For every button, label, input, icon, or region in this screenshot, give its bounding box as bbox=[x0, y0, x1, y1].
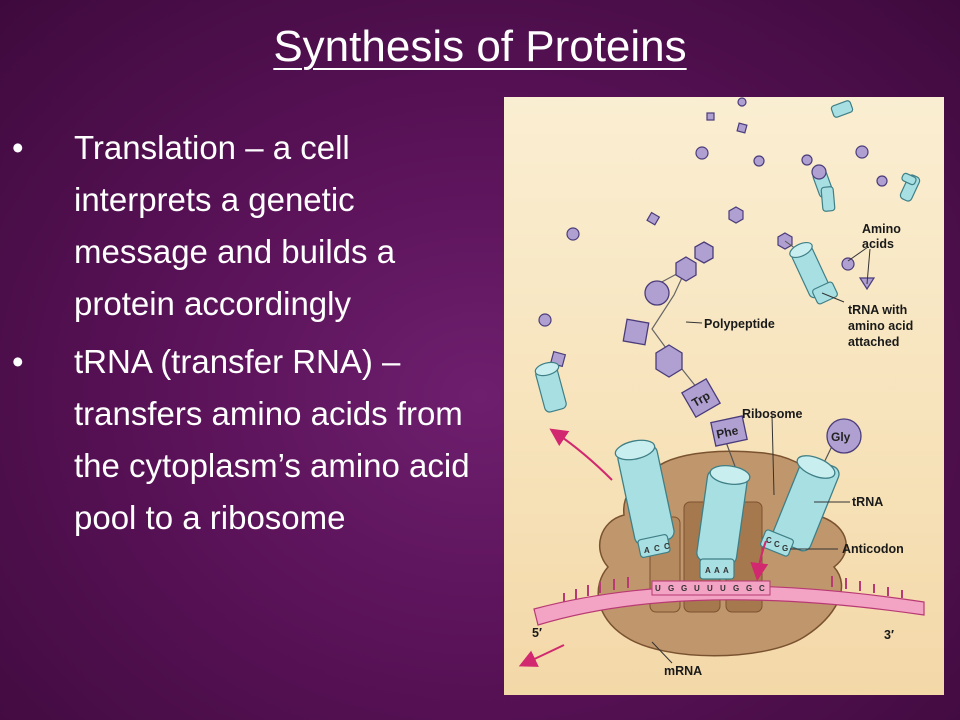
leader-lines bbox=[651, 246, 871, 664]
codon-base: U bbox=[707, 584, 713, 593]
label-five-prime: 5′ bbox=[532, 626, 542, 640]
anticodon-base: G bbox=[782, 544, 788, 553]
codon-base: U bbox=[720, 584, 726, 593]
anticodon-base: C bbox=[654, 544, 660, 553]
codon-base: G bbox=[668, 584, 674, 593]
label-trna-attached-1: tRNA with bbox=[848, 303, 907, 317]
bullet-trna: • tRNA (transfer RNA) – transfers amino … bbox=[8, 336, 488, 544]
codon-base: G bbox=[681, 584, 687, 593]
anticodon-base: A bbox=[714, 566, 720, 575]
translation-diagram-svg: U G G U U U G G C A C C A A A C C G bbox=[518, 97, 925, 678]
codon-base: G bbox=[733, 584, 739, 593]
amino-tag-gly-label: Gly bbox=[831, 430, 851, 444]
polypeptide-chain bbox=[622, 241, 714, 394]
bullet-marker: • bbox=[12, 129, 24, 166]
amino-acid-on-trna bbox=[811, 164, 827, 180]
amino-tag-phe: Phe bbox=[710, 415, 748, 447]
bullet-text: tRNA (transfer RNA) – transfers amino ac… bbox=[74, 343, 470, 536]
bullet-text: Translation – a cell interprets a geneti… bbox=[74, 129, 396, 322]
amino-tag-trp: Trp bbox=[680, 377, 722, 419]
codon-base: C bbox=[759, 584, 765, 593]
trna-right: C C G bbox=[760, 441, 840, 557]
trna-left: A C C bbox=[614, 439, 675, 558]
label-trna-attached-3: attached bbox=[848, 335, 899, 349]
anticodon-base: A bbox=[644, 546, 650, 555]
free-amino-acids bbox=[538, 97, 888, 327]
label-three-prime: 3′ bbox=[884, 628, 894, 642]
trna-with-amino-acid bbox=[784, 240, 838, 305]
trna-exit-arrow bbox=[549, 428, 613, 481]
trna-entry-arrow bbox=[750, 540, 769, 581]
label-polypeptide: Polypeptide bbox=[704, 317, 775, 331]
codon-base: U bbox=[694, 584, 700, 593]
label-ribosome: Ribosome bbox=[742, 407, 802, 421]
label-anticodon: Anticodon bbox=[842, 542, 904, 556]
codon-base: U bbox=[655, 584, 661, 593]
anticodon-base: C bbox=[774, 540, 780, 549]
amino-tag-phe-label: Phe bbox=[715, 423, 740, 441]
anticodon-base: A bbox=[723, 566, 729, 575]
anticodon-base: A bbox=[705, 566, 711, 575]
polypeptide-top-free bbox=[682, 260, 696, 276]
trna-middle: A A A bbox=[696, 441, 751, 580]
label-amino-acids-1: Amino bbox=[862, 222, 901, 236]
slide-title: Synthesis of Proteins bbox=[273, 22, 687, 71]
translation-diagram: U G G U U U G G C A C C A A A C C G bbox=[504, 97, 944, 695]
mrna-strand bbox=[533, 576, 925, 626]
anticodon-base: C bbox=[766, 536, 772, 545]
label-amino-acids-2: acids bbox=[862, 237, 894, 251]
codon-base: G bbox=[746, 584, 752, 593]
label-trna: tRNA bbox=[852, 495, 883, 509]
codon-row: U G G U U U G G C bbox=[655, 584, 765, 593]
bullet-list: • Translation – a cell interprets a gene… bbox=[8, 122, 488, 550]
bullet-marker: • bbox=[12, 343, 24, 380]
anticodon-base: C bbox=[664, 542, 670, 551]
label-mrna: mRNA bbox=[664, 664, 702, 678]
label-trna-attached-2: amino acid bbox=[848, 319, 913, 333]
bullet-translation: • Translation – a cell interprets a gene… bbox=[8, 122, 488, 330]
trna-leaving bbox=[534, 350, 567, 413]
amino-tag-gly: Gly bbox=[826, 418, 862, 454]
mrna-direction-arrow bbox=[518, 644, 565, 667]
